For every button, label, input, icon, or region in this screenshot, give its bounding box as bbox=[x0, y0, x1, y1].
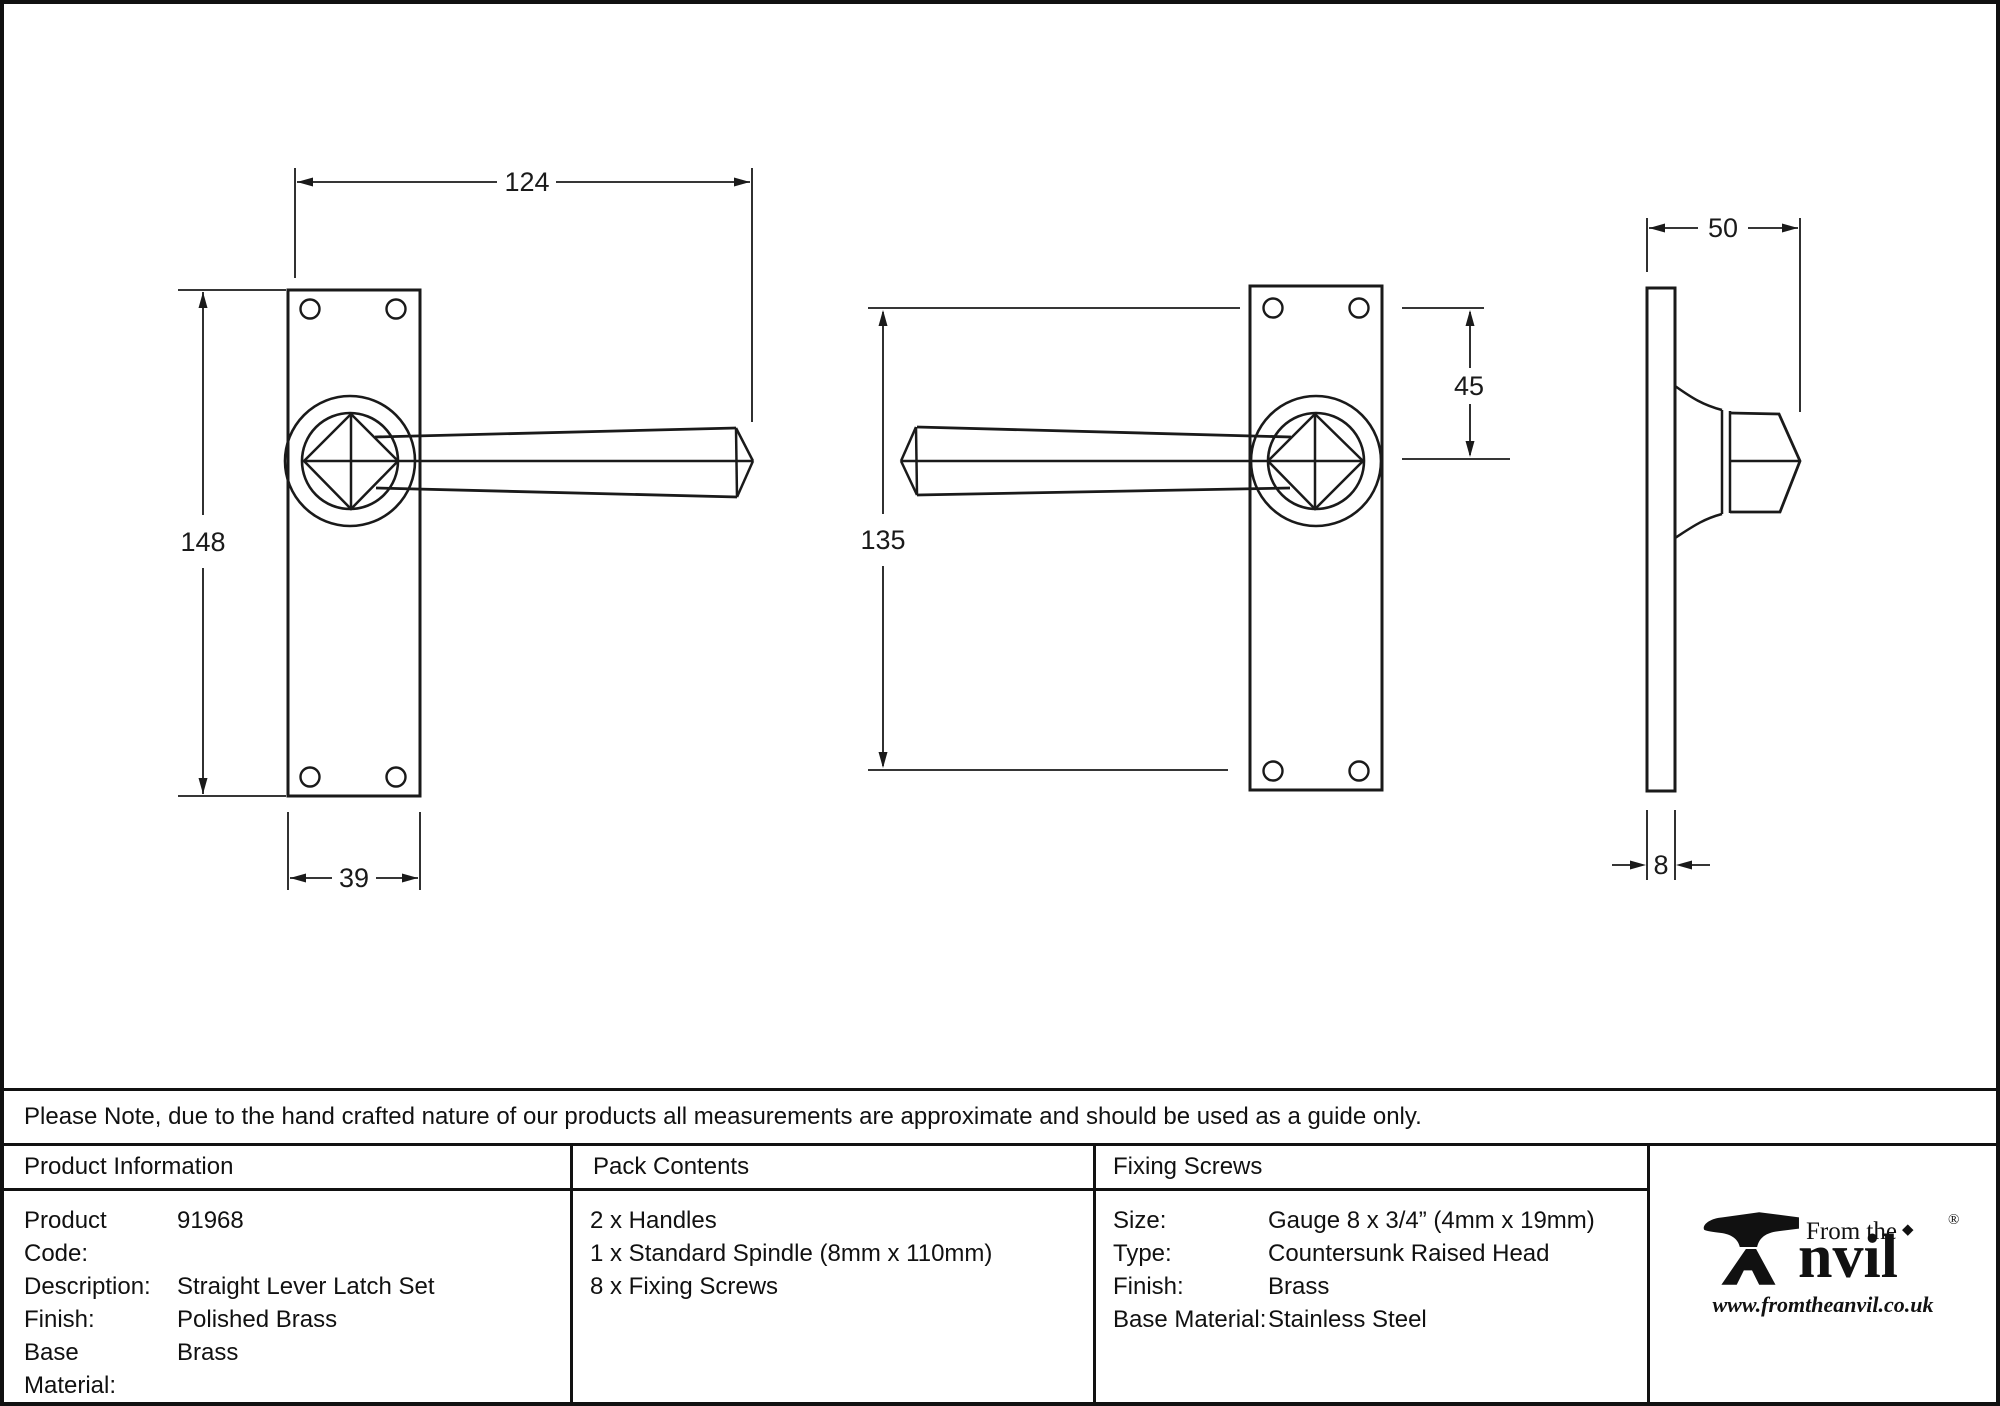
dimension-148: 148 bbox=[178, 289, 286, 797]
row-value: Straight Lever Latch Set bbox=[177, 1273, 435, 1300]
backplate bbox=[286, 288, 422, 798]
row-label: Description: bbox=[24, 1273, 151, 1300]
pack-item: 1 x Standard Spindle (8mm x 110mm) bbox=[590, 1240, 993, 1267]
dimension-45: 45 bbox=[1402, 307, 1510, 460]
dimension-135: 135 bbox=[860, 307, 1240, 771]
pack-item: 2 x Handles bbox=[590, 1207, 717, 1234]
backplate bbox=[1248, 284, 1384, 792]
front-view-left-handle bbox=[283, 288, 755, 798]
fixing-screws-column: Fixing Screws Size: Gauge 8 x 3/4” (4mm … bbox=[1093, 1146, 1647, 1402]
technical-drawing-area: 124 148 bbox=[4, 4, 1996, 1088]
dim-label-124: 124 bbox=[504, 167, 549, 197]
dim-label-8: 8 bbox=[1653, 850, 1668, 880]
registered-trademark-icon: ® bbox=[1948, 1212, 1960, 1228]
table-row: Finish: Polished Brass bbox=[24, 1303, 570, 1336]
logo-diamond-icon: ◆ bbox=[1902, 1221, 1914, 1238]
pack-contents-column: Pack Contents 2 x Handles 1 x Standard S… bbox=[570, 1146, 1093, 1402]
screw-hole bbox=[385, 766, 407, 788]
product-information-header: Product Information bbox=[4, 1146, 570, 1191]
row-value: Gauge 8 x 3/4” (4mm x 19mm) bbox=[1268, 1207, 1595, 1234]
dimension-50: 50 bbox=[1646, 213, 1801, 412]
measurement-note-bar: Please Note, due to the hand crafted nat… bbox=[4, 1087, 1996, 1143]
table-row: Product Code: 91968 bbox=[24, 1204, 570, 1270]
dim-label-39: 39 bbox=[339, 863, 369, 893]
backplate-edge bbox=[1645, 286, 1677, 793]
row-value: Brass bbox=[177, 1339, 239, 1366]
product-information-column: Product Information Product Code: 91968 … bbox=[4, 1146, 570, 1402]
row-value: 91968 bbox=[177, 1207, 244, 1234]
table-row: Base Material: Brass bbox=[24, 1336, 570, 1402]
row-label: Base Material: bbox=[24, 1339, 117, 1399]
row-label: Base Material: bbox=[1113, 1306, 1267, 1333]
row-value: Stainless Steel bbox=[1268, 1306, 1427, 1333]
dim-label-50: 50 bbox=[1708, 213, 1738, 243]
front-view-right-handle bbox=[899, 284, 1384, 792]
logo-brand-text: nvil bbox=[1798, 1223, 1898, 1291]
dimension-124: 124 bbox=[294, 167, 753, 422]
row-label: Finish: bbox=[24, 1306, 95, 1333]
side-profile-view bbox=[1645, 286, 1802, 793]
fixing-screws-header: Fixing Screws bbox=[1096, 1146, 1647, 1191]
table-row: Finish: Brass bbox=[1113, 1270, 1647, 1303]
row-label: Product Code: bbox=[24, 1207, 107, 1267]
rose-profile bbox=[1674, 384, 1723, 412]
table-row: Type: Countersunk Raised Head bbox=[1113, 1237, 1647, 1270]
lever-handle bbox=[899, 425, 1292, 497]
screw-hole bbox=[1262, 760, 1284, 782]
screw-hole bbox=[299, 298, 321, 320]
row-label: Finish: bbox=[1113, 1273, 1184, 1300]
brand-logo-cell: From the ◆ nvil ® www.fromtheanvil.co.uk bbox=[1647, 1146, 1996, 1402]
dim-label-135: 135 bbox=[860, 525, 905, 555]
dimension-39: 39 bbox=[287, 812, 421, 893]
screw-hole bbox=[385, 298, 407, 320]
screw-hole bbox=[299, 766, 321, 788]
row-label: Size: bbox=[1113, 1207, 1167, 1234]
pack-contents-header: Pack Contents bbox=[573, 1146, 1093, 1191]
logo-website: www.fromtheanvil.co.uk bbox=[1712, 1292, 1934, 1317]
dim-label-148: 148 bbox=[180, 527, 225, 557]
pack-item: 8 x Fixing Screws bbox=[590, 1273, 779, 1300]
row-value: Polished Brass bbox=[177, 1306, 338, 1333]
screw-hole bbox=[1348, 760, 1370, 782]
lever-end-profile bbox=[1729, 411, 1802, 514]
screw-hole bbox=[1348, 297, 1370, 319]
product-info-table: Product Information Product Code: 91968 … bbox=[4, 1143, 1996, 1402]
row-value: Brass bbox=[1268, 1273, 1330, 1300]
lever-handle bbox=[374, 426, 755, 499]
table-row: Size: Gauge 8 x 3/4” (4mm x 19mm) bbox=[1113, 1204, 1647, 1237]
row-label: Type: bbox=[1113, 1240, 1172, 1267]
table-row: Description: Straight Lever Latch Set bbox=[24, 1270, 570, 1303]
dimension-8: 8 bbox=[1612, 810, 1710, 880]
lever-latch-drawing: 124 148 bbox=[178, 167, 1802, 893]
measurement-note: Please Note, due to the hand crafted nat… bbox=[24, 1102, 1422, 1130]
row-value: Countersunk Raised Head bbox=[1268, 1240, 1550, 1267]
dim-label-45: 45 bbox=[1454, 371, 1484, 401]
anvil-icon bbox=[1703, 1212, 1799, 1285]
table-row: Base Material: Stainless Steel bbox=[1113, 1303, 1647, 1336]
logo-prefix: From the bbox=[1806, 1218, 1897, 1245]
screw-hole bbox=[1262, 297, 1284, 319]
